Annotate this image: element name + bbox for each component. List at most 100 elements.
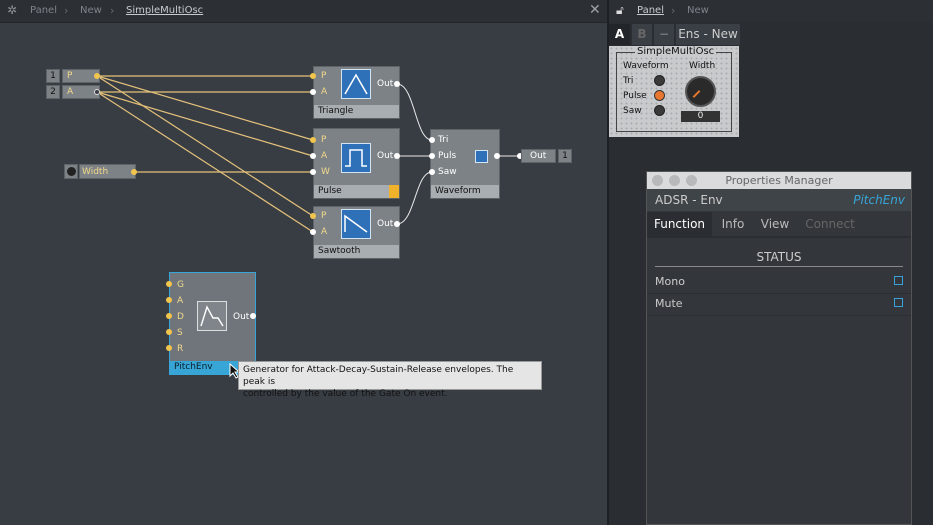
port-label-out: Out — [377, 219, 394, 229]
breadcrumb-new[interactable]: New — [687, 5, 709, 16]
option-saw: Saw — [623, 106, 642, 116]
width-knob-module[interactable]: Width — [79, 164, 136, 179]
port-label-a: A — [321, 151, 328, 161]
module-tooltip: Generator for Attack-Decay-Sustain-Relea… — [238, 361, 542, 399]
knob-value[interactable]: 0 — [681, 111, 720, 122]
port-label-puls: Puls — [438, 151, 457, 161]
tab-connect[interactable]: Connect — [805, 217, 855, 231]
port-label-w: W — [321, 167, 330, 177]
option-pulse: Pulse — [623, 91, 647, 101]
option-tri: Tri — [623, 76, 634, 86]
instrument-frame: SimpleMultiOsc Waveform Width Tri Pulse … — [616, 46, 732, 132]
pulse-module[interactable]: P A W Out Pulse — [313, 128, 400, 199]
tab-b[interactable]: B — [632, 24, 652, 45]
input-index-2: 2 — [46, 85, 60, 99]
pulse-radio[interactable] — [654, 90, 665, 101]
module-title: Triangle — [314, 105, 399, 118]
instrument-title: SimpleMultiOsc — [635, 46, 717, 57]
port-dot[interactable] — [94, 73, 100, 79]
width-knob[interactable] — [685, 76, 716, 107]
sun-icon[interactable]: ✲ — [7, 3, 18, 17]
port-dot[interactable] — [517, 153, 523, 159]
warning-icon[interactable] — [389, 185, 399, 198]
switch-icon — [475, 150, 488, 163]
output-module[interactable]: Out — [521, 149, 556, 163]
triangle-module[interactable]: P A Out Triangle — [313, 66, 400, 119]
port-dot[interactable] — [310, 137, 316, 143]
port-label-g: G — [177, 280, 184, 290]
breadcrumb-simplemultiosc[interactable]: SimpleMultiOsc — [126, 5, 204, 16]
wire — [96, 91, 314, 157]
tab-a[interactable]: A — [609, 24, 630, 45]
port-label-r: R — [177, 344, 184, 354]
port-dot[interactable] — [429, 137, 435, 143]
port-dot[interactable] — [250, 313, 256, 319]
port-dot[interactable] — [310, 73, 316, 79]
panel-tabs: A B − Ens - New — [609, 24, 740, 45]
input-a[interactable]: A — [62, 85, 100, 99]
saw-radio[interactable] — [654, 105, 665, 116]
width-label: Width — [689, 61, 716, 71]
wire — [96, 75, 314, 141]
breadcrumb-new[interactable]: New — [80, 5, 102, 16]
waveform-label: Waveform — [623, 61, 669, 71]
mute-checkbox[interactable] — [894, 298, 903, 307]
port-dot[interactable] — [94, 89, 100, 95]
port-dot[interactable] — [310, 169, 316, 175]
port-dot[interactable] — [394, 221, 400, 227]
tab-ensemble[interactable]: Ens - New — [676, 24, 740, 45]
sawtooth-wave-icon — [341, 209, 371, 239]
breadcrumb-separator: › — [64, 4, 69, 17]
wire — [96, 91, 314, 233]
close-window-button[interactable] — [652, 175, 663, 186]
port-dot[interactable] — [166, 345, 172, 351]
port-dot[interactable] — [494, 153, 500, 159]
tab-minus[interactable]: − — [654, 24, 674, 45]
close-icon[interactable]: ✕ — [589, 2, 601, 18]
port-dot[interactable] — [310, 229, 316, 235]
structure-editor[interactable]: ✲ Panel › New › SimpleMultiOsc ✕ 1 P 2 — [0, 0, 607, 525]
port-label-s: S — [177, 328, 183, 338]
module-name: ADSR - Env — [655, 193, 723, 207]
tri-radio[interactable] — [654, 75, 665, 86]
port-label-d: D — [177, 312, 184, 322]
tab-info[interactable]: Info — [721, 217, 745, 231]
sawtooth-module[interactable]: P A Out Sawtooth — [313, 206, 400, 259]
port-dot[interactable] — [310, 213, 316, 219]
port-dot[interactable] — [429, 153, 435, 159]
wire — [96, 75, 314, 217]
port-dot[interactable] — [310, 153, 316, 159]
port-label-a: A — [177, 296, 184, 306]
port-dot[interactable] — [131, 169, 137, 175]
breadcrumb-panel[interactable]: Panel — [637, 5, 664, 16]
port-label-tri: Tri — [438, 135, 449, 145]
module-title: Pulse — [314, 185, 389, 198]
port-dot[interactable] — [394, 81, 400, 87]
waveform-module[interactable]: Tri Puls Saw Waveform — [430, 129, 500, 199]
port-dot[interactable] — [394, 153, 400, 159]
minimize-window-button[interactable] — [669, 175, 680, 186]
instance-name: PitchEnv — [853, 193, 905, 207]
port-dot[interactable] — [429, 169, 435, 175]
properties-manager-window[interactable]: Properties Manager ADSR - Env PitchEnv F… — [646, 171, 912, 525]
port-dot[interactable] — [166, 329, 172, 335]
pitchenv-module[interactable]: G A D S R Out PitchEnv — [169, 272, 256, 375]
pane-divider[interactable] — [607, 0, 609, 525]
knob-icon — [64, 164, 78, 179]
lock-icon[interactable]: 🔓︎ — [616, 3, 624, 17]
breadcrumb-panel[interactable]: Panel — [30, 5, 57, 16]
port-dot[interactable] — [166, 281, 172, 287]
port-dot[interactable] — [310, 89, 316, 95]
port-dot[interactable] — [166, 297, 172, 303]
properties-title-bar[interactable]: Properties Manager — [647, 172, 911, 189]
window-title: Properties Manager — [725, 174, 833, 187]
port-dot[interactable] — [166, 313, 172, 319]
port-label-p: P — [321, 211, 327, 221]
mono-label: Mono — [655, 275, 685, 288]
tab-view[interactable]: View — [760, 217, 790, 231]
input-label-a: A — [67, 87, 74, 97]
mono-checkbox[interactable] — [894, 276, 903, 285]
zoom-window-button[interactable] — [686, 175, 697, 186]
tooltip-line-2: controlled by the value of the Gate On e… — [243, 389, 448, 399]
tab-function[interactable]: Function — [647, 212, 712, 236]
